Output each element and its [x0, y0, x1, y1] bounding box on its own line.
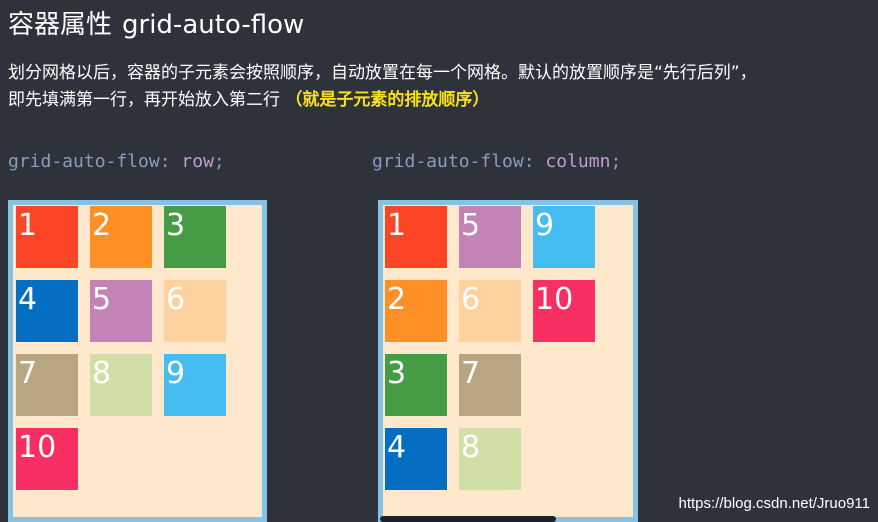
grid-cell: 10 — [16, 428, 78, 490]
grid-cell: 8 — [90, 354, 152, 416]
css-semicolon: ; — [213, 151, 225, 172]
grid-cell: 7 — [459, 354, 521, 416]
description-highlight: （就是子元素的排放顺序） — [285, 90, 490, 110]
grid-cell: 5 — [459, 206, 521, 268]
description-line-2-text: 即先填满第一行，再开始放入第二行 — [8, 90, 286, 110]
grid-cell: 1 — [16, 206, 78, 268]
grid-cell: 5 — [90, 280, 152, 342]
grid-cell: 4 — [16, 280, 78, 342]
title-en: grid-auto-flow — [122, 10, 305, 40]
code-column: grid-auto-flow: column; — [372, 150, 621, 174]
watermark: https://blog.csdn.net/Jruo911 — [678, 495, 870, 512]
code-row: grid-auto-flow: row; — [8, 150, 225, 174]
grid-cell: 2 — [385, 280, 447, 342]
grid-cell: 9 — [164, 354, 226, 416]
grid-cell: 2 — [90, 206, 152, 268]
grid-cell: 6 — [164, 280, 226, 342]
title-cn: 容器属性 — [8, 10, 113, 40]
css-property: grid-auto-flow: — [8, 151, 171, 172]
css-value: row — [181, 151, 214, 172]
description: 划分网格以后，容器的子元素会按照顺序，自动放置在每一个网格。默认的放置顺序是“先… — [8, 60, 874, 114]
grid-cell: 4 — [385, 428, 447, 490]
css-value: column — [545, 151, 611, 172]
grid-cell: 8 — [459, 428, 521, 490]
grid-cell: 7 — [16, 354, 78, 416]
grid-cell: 1 — [385, 206, 447, 268]
scrollbar[interactable] — [380, 516, 556, 522]
grid-cell: 9 — [533, 206, 595, 268]
description-line-1: 划分网格以后，容器的子元素会按照顺序，自动放置在每一个网格。默认的放置顺序是“先… — [8, 63, 757, 83]
grid-cell: 10 — [533, 280, 595, 342]
description-line-2: 即先填满第一行，再开始放入第二行 （就是子元素的排放顺序） — [8, 87, 874, 114]
grid-column-demo: 1 2 3 4 5 6 7 8 9 10 — [378, 200, 638, 522]
page-title: 容器属性 grid-auto-flow — [8, 8, 304, 42]
grid-cell: 3 — [385, 354, 447, 416]
grid-cell: 6 — [459, 280, 521, 342]
css-semicolon: ; — [610, 151, 622, 172]
grid-cell: 3 — [164, 206, 226, 268]
css-property: grid-auto-flow: — [372, 151, 535, 172]
grid-row-demo: 1 2 3 4 5 6 7 8 9 10 — [8, 200, 267, 522]
